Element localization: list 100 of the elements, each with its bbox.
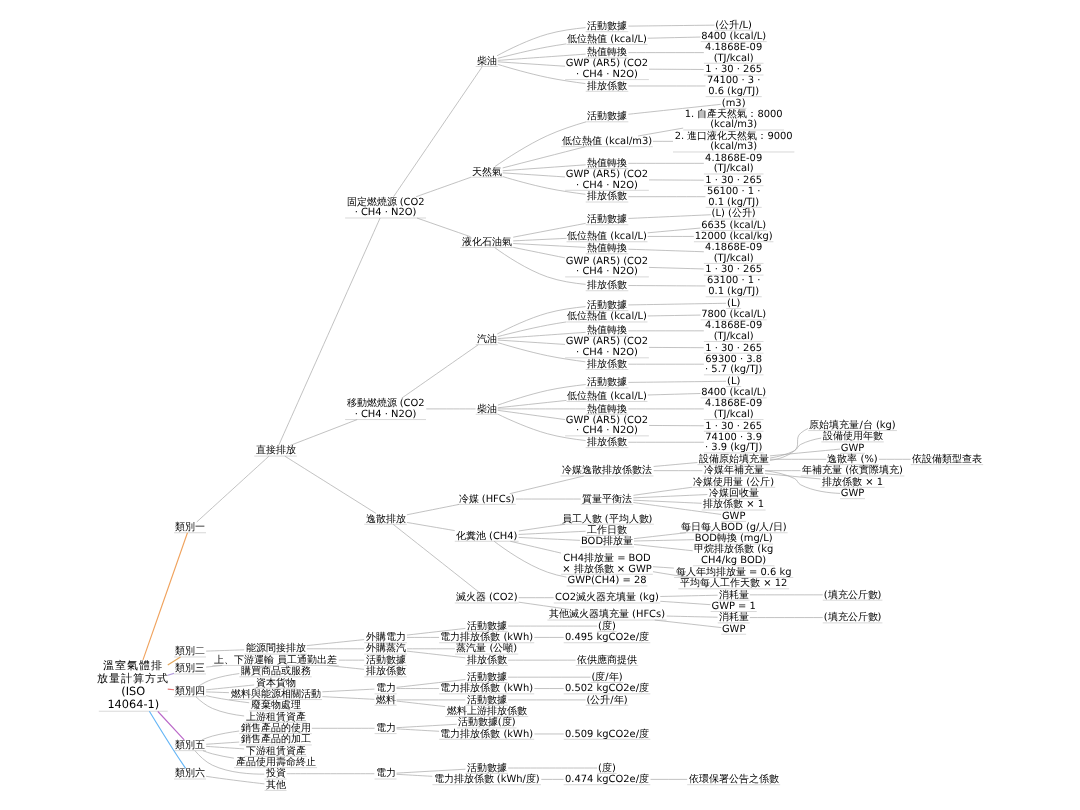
connector [395, 688, 439, 689]
connector [627, 85, 705, 87]
connector [166, 672, 174, 676]
connector [493, 247, 585, 285]
connector [405, 648, 455, 650]
connector [405, 628, 465, 636]
connector [646, 393, 700, 396]
connector [277, 217, 380, 446]
connector [193, 750, 264, 775]
connector [405, 522, 455, 531]
connector [501, 176, 585, 195]
connector [533, 733, 564, 735]
connector [653, 619, 721, 628]
connector [646, 314, 700, 317]
connector [627, 24, 714, 27]
connector [305, 648, 364, 650]
connector [763, 470, 840, 494]
connector [492, 540, 566, 578]
connector [517, 537, 580, 541]
connector [204, 665, 222, 668]
connector [326, 665, 364, 670]
connector [533, 637, 564, 638]
connector [509, 540, 561, 554]
connector [195, 455, 269, 523]
connector [405, 504, 459, 516]
connector [204, 775, 264, 785]
connector [496, 61, 565, 67]
connector [539, 779, 563, 780]
connector [204, 695, 249, 704]
connector [768, 437, 821, 459]
connector [288, 419, 357, 446]
connector [517, 601, 569, 610]
connector [651, 141, 673, 142]
connector [194, 696, 244, 717]
connector [405, 637, 439, 638]
connector [204, 649, 244, 652]
connector [320, 696, 374, 700]
connector [627, 380, 726, 383]
connector [424, 408, 475, 410]
connector [320, 688, 374, 693]
connector [627, 302, 726, 306]
connector [517, 597, 554, 599]
connector [506, 659, 575, 661]
connector [283, 455, 376, 514]
connector [400, 344, 478, 399]
connector [647, 267, 704, 270]
connector [506, 676, 590, 678]
connector [877, 458, 910, 460]
connector [768, 458, 826, 460]
connector [395, 773, 432, 777]
connector [496, 331, 585, 339]
connector [495, 27, 585, 57]
connector [627, 214, 711, 219]
connector [651, 571, 694, 579]
connector [646, 236, 694, 237]
connector [496, 64, 585, 84]
connector [414, 176, 471, 198]
connector [763, 473, 820, 480]
connector [511, 243, 586, 248]
connector [415, 217, 470, 238]
connector [647, 347, 704, 349]
connector [496, 413, 585, 441]
connector [627, 363, 704, 365]
connector [533, 688, 564, 689]
connector [627, 441, 704, 443]
connector [647, 179, 704, 181]
connector [141, 532, 188, 661]
connector [627, 104, 720, 115]
connector [496, 339, 565, 345]
connector [665, 615, 717, 618]
connector [147, 710, 186, 769]
connector [652, 470, 702, 471]
connector [204, 746, 244, 750]
connector [632, 486, 692, 496]
connector [748, 594, 823, 596]
connector [763, 470, 800, 471]
connector [627, 285, 705, 287]
connector [204, 741, 239, 745]
connector [496, 43, 566, 59]
connector [627, 163, 704, 164]
connector [511, 223, 586, 238]
connector [511, 238, 566, 242]
connector [658, 594, 717, 597]
connector [652, 462, 697, 467]
connector [496, 321, 566, 337]
connector [395, 728, 439, 732]
connector [496, 342, 585, 363]
connector [627, 330, 704, 332]
connector [511, 247, 565, 259]
connector [632, 539, 694, 542]
connector [501, 172, 565, 178]
connector [632, 532, 686, 539]
connector [204, 691, 229, 694]
connector [646, 36, 700, 39]
connector [632, 544, 693, 552]
connector [337, 659, 364, 661]
connector [627, 196, 705, 198]
connector [768, 448, 840, 457]
connector [201, 750, 234, 759]
connector [508, 475, 584, 495]
